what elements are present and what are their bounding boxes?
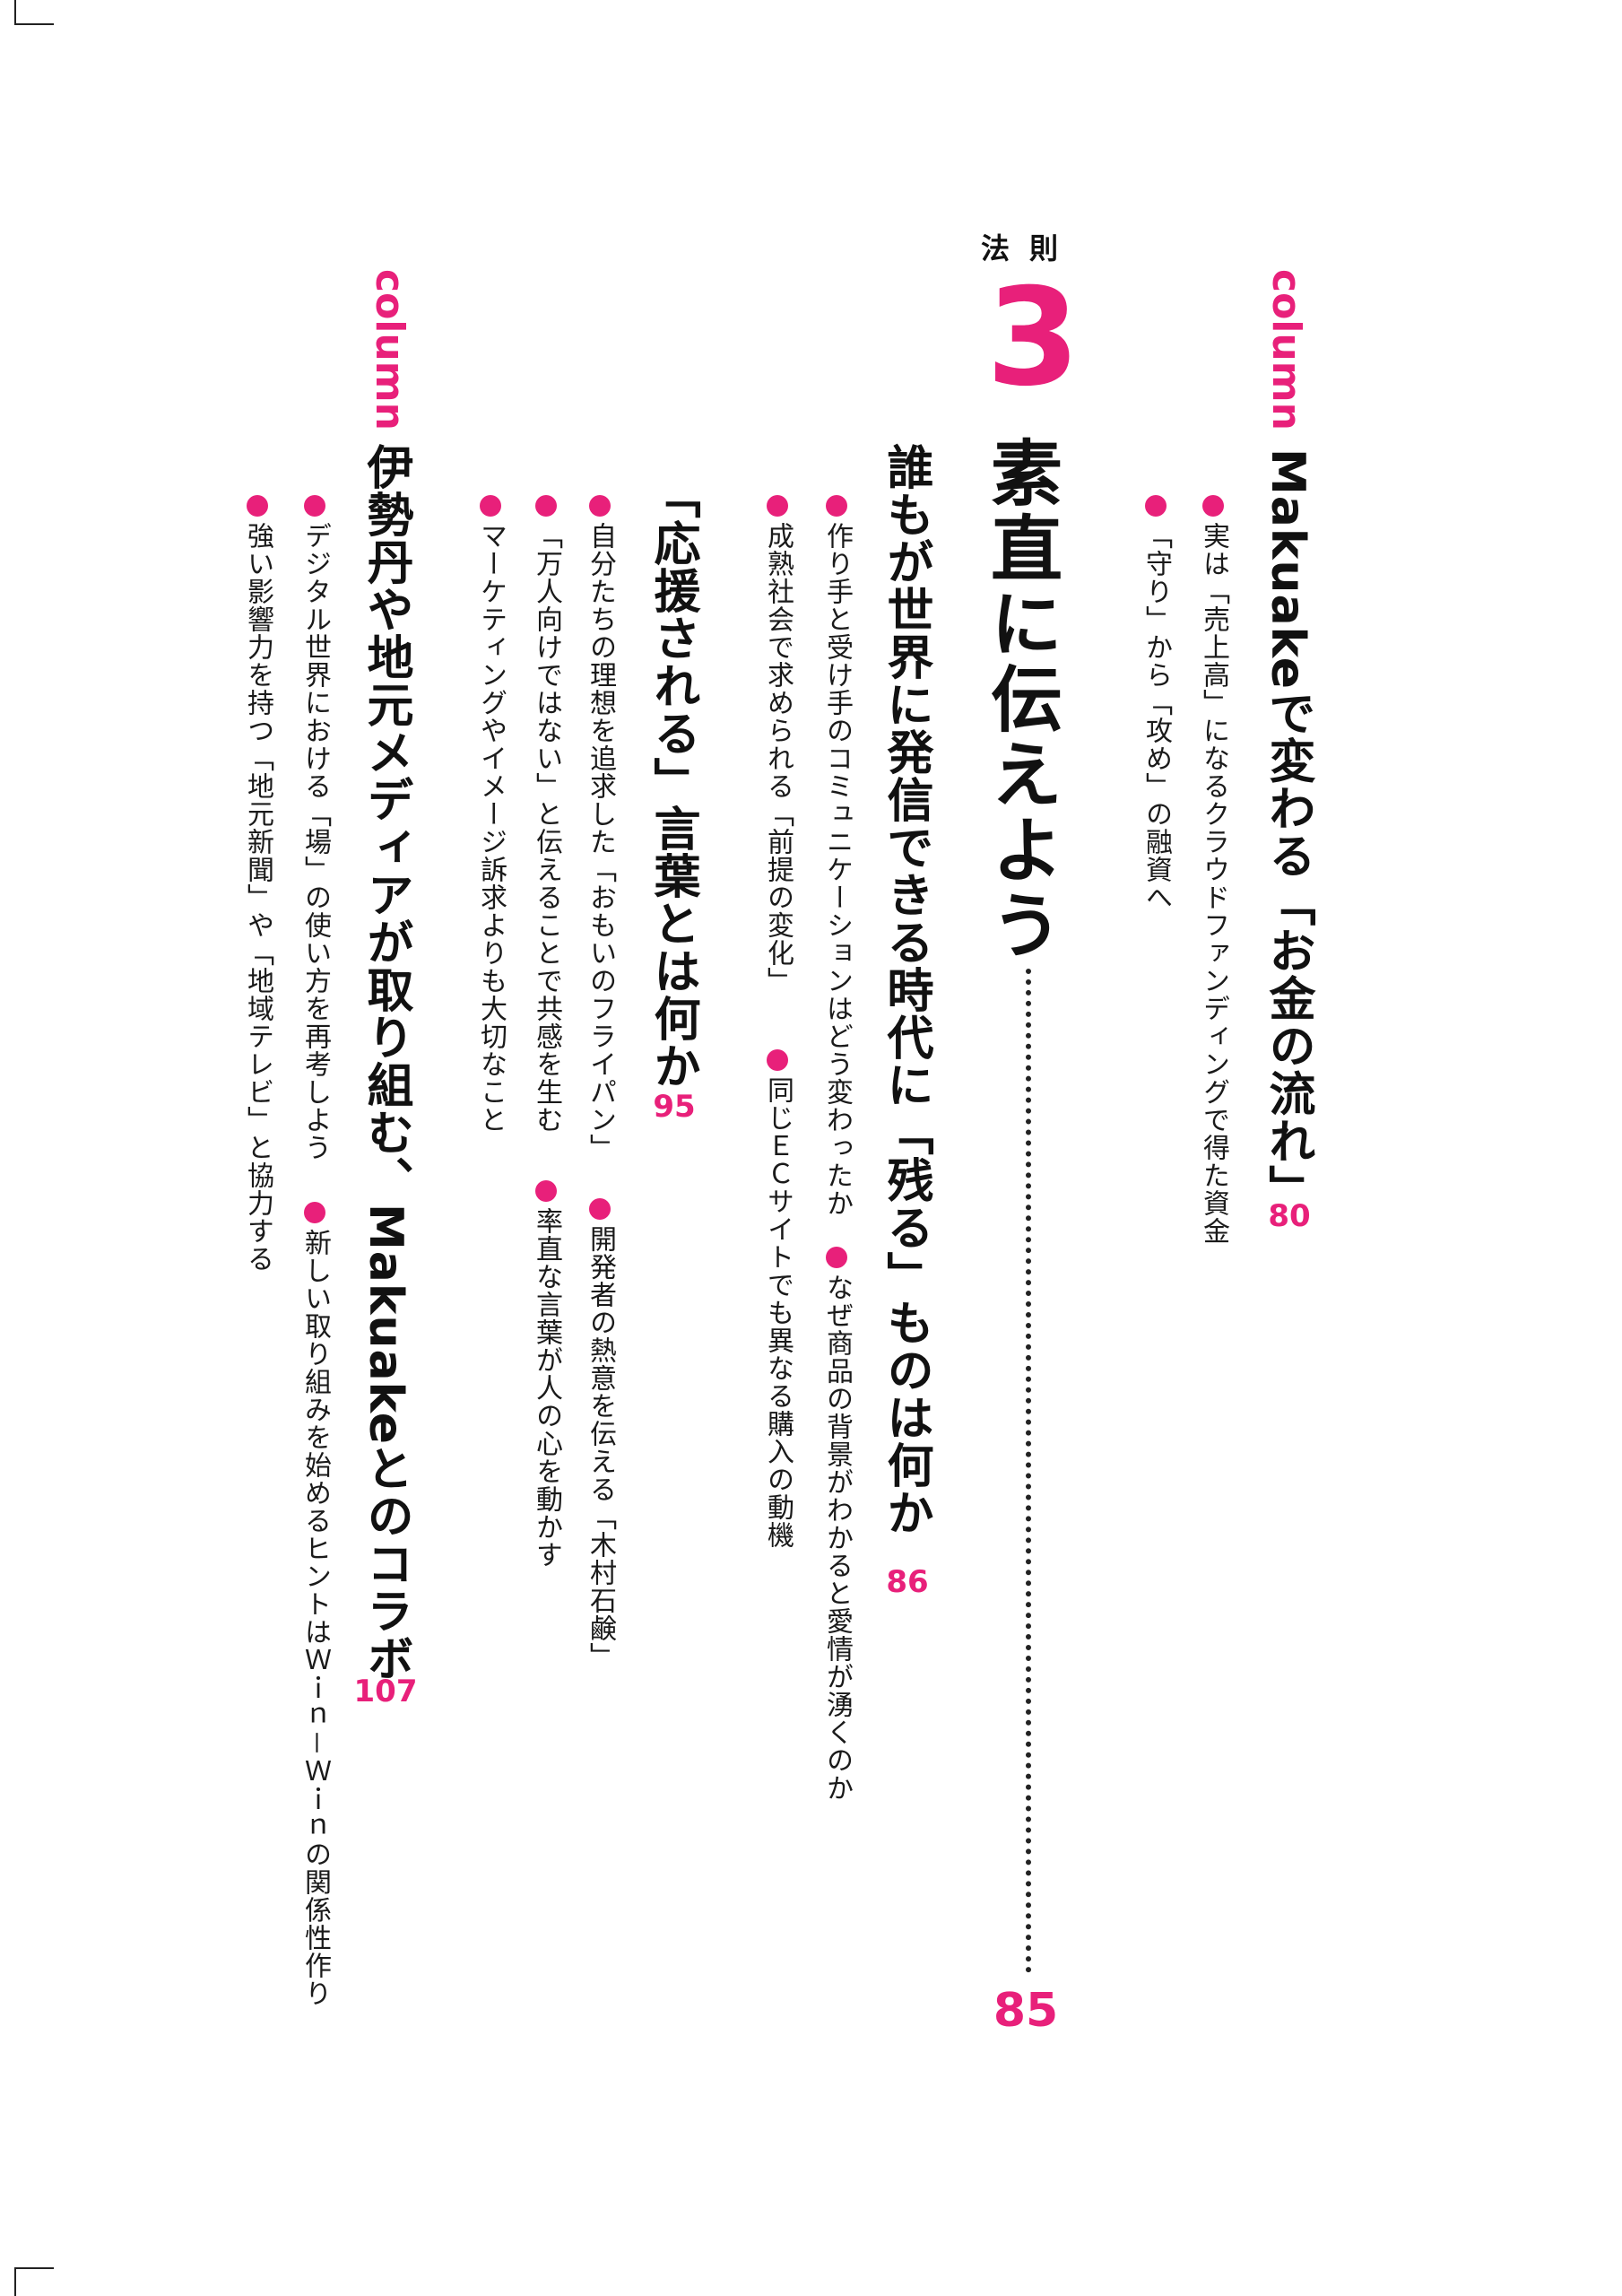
law-heading: 法則 xyxy=(981,231,1079,265)
bullet-dot-icon xyxy=(304,495,325,517)
section3-title[interactable]: 「応援される」言葉とは何か xyxy=(646,472,699,1090)
column-label-1: column xyxy=(1263,269,1309,430)
section2-bullet-2: なぜ商品の背景がわかると愛情が湧くのか xyxy=(821,1247,853,1802)
bullet-dot-icon xyxy=(535,495,557,517)
crop-mark-bottom-horizontal xyxy=(14,2267,54,2269)
section2-bullet-1: 作り手と受け手のコミュニケーションはどう変わったか xyxy=(821,495,853,1217)
bullet-dot-icon xyxy=(247,495,268,517)
bullet-dot-icon xyxy=(480,495,501,517)
section1-bullet-1: 実は「売上高」になるクラウドファンディングで得た資金 xyxy=(1198,495,1229,1245)
section3-bullet-3: 「万人向けではない」と伝えることで共感を生む xyxy=(531,495,562,1134)
bullet-dot-icon xyxy=(589,1198,611,1220)
section3-page: 95 xyxy=(653,1089,696,1125)
law-title[interactable]: 素直に伝えよう xyxy=(979,436,1063,963)
section2-page: 86 xyxy=(886,1564,929,1600)
section1-title[interactable]: Makuakeで変わる「お金の流れ」 xyxy=(1261,448,1314,1213)
section2-title[interactable]: 誰もが世界に発信できる時代に「残る」ものは何か xyxy=(879,443,932,1536)
crop-mark-bottom-vertical xyxy=(14,2267,16,2296)
section1-bullet-2: 「守り」から「攻め」の融資へ xyxy=(1141,495,1172,911)
section4-bullet-2: 新しい取り組みを始めるヒントはＷｉｎ－Ｗｉｎの関係性作り xyxy=(299,1202,331,2007)
section4-page: 107 xyxy=(353,1674,418,1709)
law-number: 3 xyxy=(986,260,1080,416)
section4-bullet-1: デジタル世界における「場」の使い方を再考しよう xyxy=(299,495,331,1161)
bullet-dot-icon xyxy=(304,1202,325,1223)
bullet-dot-icon xyxy=(589,495,611,517)
law-page: 85 xyxy=(993,1984,1059,2038)
bullet-dot-icon xyxy=(1202,495,1224,517)
section3-bullet-2: 開発者の熱意を伝える「木村石鹸」 xyxy=(585,1198,616,1670)
section2-bullet-4: 同じＥＣサイトでも異なる購入の動機 xyxy=(762,1049,794,1549)
section1-page: 80 xyxy=(1268,1198,1311,1234)
section2-bullet-3: 成熟社会で求められる「前提の変化」 xyxy=(762,495,794,995)
section4-title[interactable]: 伊勢丹や地元メディアが取り組む、Makuakeとのコラボ xyxy=(359,443,412,1683)
section3-bullet-1: 自分たちの理想を追求した「おもいのフライパン」 xyxy=(585,495,616,1161)
column-label-2: column xyxy=(367,269,412,430)
bullet-dot-icon xyxy=(826,495,847,517)
section3-bullet-4: 率直な言葉が人の心を動かす xyxy=(531,1180,562,1569)
bullet-dot-icon xyxy=(826,1247,847,1268)
leader-dots xyxy=(1026,969,1031,1973)
bullet-dot-icon xyxy=(1145,495,1167,517)
bullet-dot-icon xyxy=(535,1180,557,1202)
bullet-dot-icon xyxy=(767,495,788,517)
section3-bullet-5: マーケティングやイメージ訴求よりも大切なこと xyxy=(475,495,507,1134)
crop-mark-top-horizontal xyxy=(14,23,54,25)
crop-mark-top-vertical xyxy=(14,0,16,25)
section4-bullet-3: 強い影響力を持つ「地元新聞」や「地域テレビ」と協力する xyxy=(242,495,273,1273)
bullet-dot-icon xyxy=(767,1049,788,1071)
